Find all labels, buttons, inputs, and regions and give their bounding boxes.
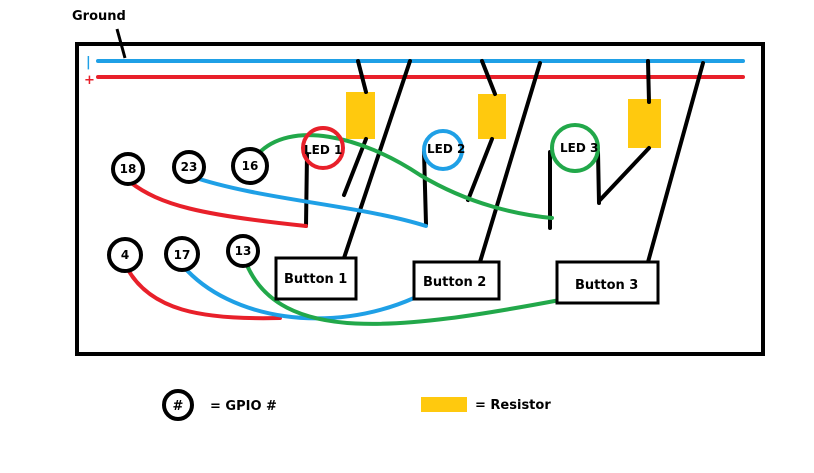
power-rail-symbol: +: [84, 73, 95, 88]
legend-gpio-symbol: #: [173, 399, 184, 414]
gpio-pin-16: [231, 147, 269, 185]
legend-resistor-text: = Resistor: [475, 398, 551, 413]
black-wires: [304, 59, 705, 264]
button-1-label: Button 1: [284, 272, 347, 287]
gpio-label-13: 13: [235, 244, 252, 258]
gpio-label-16: 16: [242, 159, 259, 173]
button-3-label: Button 3: [575, 278, 638, 293]
led-1-ring: [301, 126, 345, 170]
led-3-ring: [550, 123, 600, 173]
ground-rail-symbol: |: [86, 55, 91, 70]
gpio-pin-4: [107, 237, 143, 273]
gpio-pin-18: [111, 152, 145, 186]
button-1: [274, 256, 358, 301]
gpio-pins: [107, 147, 269, 273]
gpio-pin-23: [172, 150, 206, 184]
resistor-3: [628, 99, 661, 148]
gpio-pin-17: [164, 236, 200, 272]
resistor-1: [346, 92, 375, 139]
ground-label: Ground: [72, 9, 126, 24]
gpio-label-17: 17: [174, 248, 191, 262]
led-3-label: LED 3: [560, 141, 598, 155]
led-1-label: LED 1: [304, 143, 342, 157]
green-wires: [244, 133, 562, 326]
button-2-label: Button 2: [423, 275, 486, 290]
legend-resistor-swatch: [421, 397, 467, 412]
gpio-label-23: 23: [181, 160, 198, 174]
legend-gpio-text: = GPIO #: [210, 399, 277, 414]
blue-wires: [181, 174, 428, 321]
gpio-label-4: 4: [121, 248, 129, 262]
led-2-label: LED 2: [427, 142, 465, 156]
gpio-pin-13: [226, 234, 260, 268]
button-3: [555, 260, 660, 305]
breadboard-frame: [75, 42, 765, 356]
legend-gpio-icon: [162, 389, 194, 421]
red-wires: [125, 180, 308, 321]
gpio-label-18: 18: [120, 162, 137, 176]
resistor-2: [478, 94, 506, 139]
led-2-ring: [422, 129, 464, 171]
button-2: [412, 260, 501, 301]
